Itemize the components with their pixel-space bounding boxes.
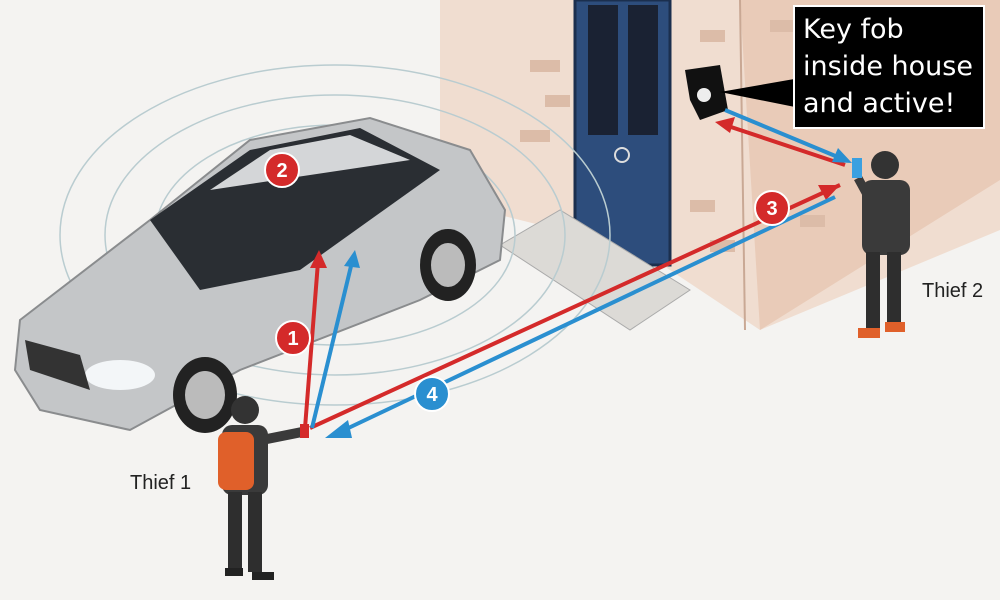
step-1-marker [275, 320, 311, 356]
svg-text:3: 3 [766, 198, 777, 220]
thief-2-figure [852, 151, 910, 338]
svg-text:1: 1 [287, 328, 298, 350]
thief-2-label: Thief 2 [922, 280, 984, 302]
thief-1-label: Thief 1 [130, 472, 192, 494]
step-2-marker [264, 152, 300, 188]
step-4-marker [414, 376, 450, 412]
car [13, 116, 507, 433]
thief-1-figure [218, 396, 309, 580]
step-markers: 1 2 3 4 [264, 152, 790, 412]
key-fob-callout: Key fob inside house and active! [793, 5, 985, 129]
svg-text:4: 4 [426, 384, 438, 406]
svg-text:2: 2 [276, 160, 287, 182]
step-3-marker [754, 190, 790, 226]
